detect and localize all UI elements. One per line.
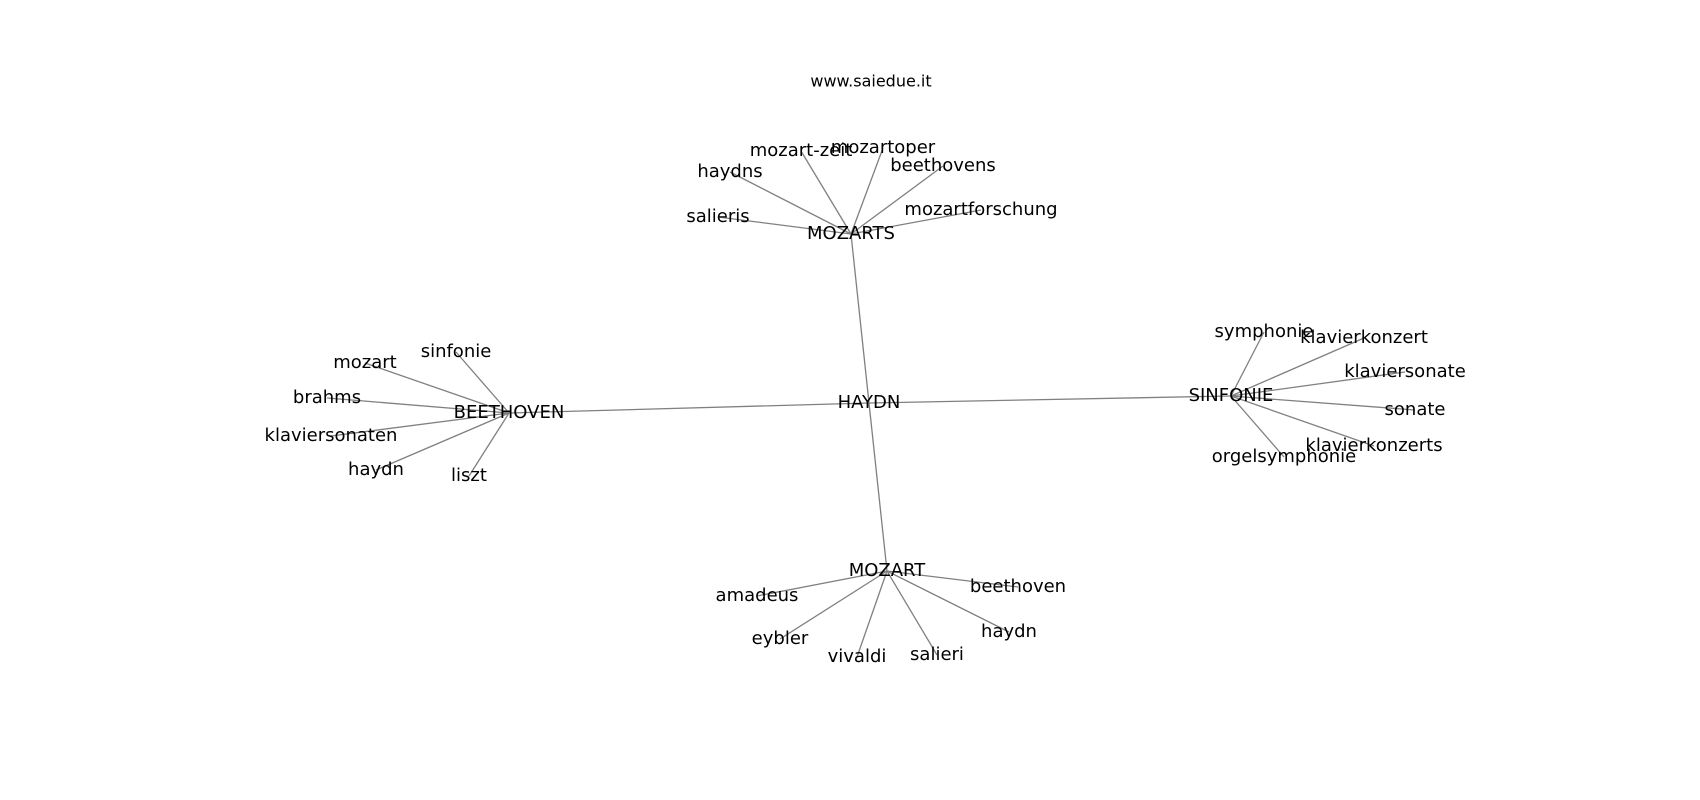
node-leaf-mozarts-mozartforschung: mozartforschung <box>904 199 1057 220</box>
edge-beethoven-liszt <box>468 412 510 477</box>
node-leaf-mozart-eybler: eybler <box>752 628 809 649</box>
node-center-haydn: HAYDN <box>838 392 901 413</box>
node-leaf-beethoven-liszt: liszt <box>451 465 487 486</box>
node-leaf-beethoven-sinfonie: sinfonie <box>421 341 492 362</box>
node-leaf-sinfonie-klavierkonzerts: klavierkonzerts <box>1305 435 1442 456</box>
edge-mozarts-salieris <box>717 216 852 235</box>
node-leaf-mozarts-mozart-zeit: mozart-zeit <box>750 140 853 161</box>
edge-layer <box>326 147 1416 658</box>
edge-sinfonie-klaviersonate <box>1230 371 1406 397</box>
edge-sinfonie-orgelsymphonie <box>1230 395 1285 458</box>
edge-beethoven-mozart <box>364 362 510 414</box>
node-leaf-mozart-haydn: haydn <box>981 621 1037 642</box>
edge-mozart-haydn <box>886 570 1010 633</box>
node-leaf-sinfonie-klaviersonate: klaviersonate <box>1344 361 1466 382</box>
edge-haydn-beethoven <box>508 402 870 414</box>
site-url: www.saiedue.it <box>810 72 931 91</box>
edge-mozart-salieri <box>886 570 938 656</box>
edge-mozart-eybler <box>779 570 888 640</box>
node-leaf-sinfonie-klavierkonzert: klavierkonzert <box>1300 327 1428 348</box>
node-leaf-mozarts-salieris: salieris <box>686 206 749 227</box>
edge-sinfonie-sonate <box>1230 395 1416 411</box>
node-leaf-sinfonie-symphonie: symphonie <box>1215 321 1314 342</box>
edge-mozarts-mozartoper <box>850 147 884 235</box>
edge-mozarts-haydns <box>729 171 852 235</box>
node-leaf-mozarts-beethovens: beethovens <box>890 155 996 176</box>
edge-mozart-amadeus <box>756 570 888 597</box>
node-hub-mozart: MOZART <box>849 560 927 581</box>
edge-sinfonie-klavierkonzert <box>1230 337 1365 397</box>
node-leaf-mozarts-haydns: haydns <box>697 161 762 182</box>
edge-beethoven-brahms <box>326 397 510 414</box>
edge-mozarts-mozart-zeit <box>800 150 852 235</box>
node-leaf-sinfonie-sonate: sonate <box>1385 399 1446 420</box>
edge-beethoven-sinfonie <box>455 351 510 414</box>
node-leaf-beethoven-klaviersonaten: klaviersonaten <box>265 425 398 446</box>
node-leaf-mozart-vivaldi: vivaldi <box>828 646 887 667</box>
edge-beethoven-klaviersonaten <box>330 412 510 437</box>
edge-mozart-beethoven <box>886 570 1019 588</box>
node-hub-mozarts: MOZARTS <box>807 223 895 244</box>
edge-beethoven-haydn <box>375 412 510 471</box>
edge-haydn-sinfonie <box>868 395 1232 404</box>
node-leaf-mozart-beethoven: beethoven <box>970 576 1066 597</box>
node-hub-sinfonie: SINFONIE <box>1189 385 1274 406</box>
node-leaf-mozart-amadeus: amadeus <box>716 585 799 606</box>
node-leaf-beethoven-mozart: mozart <box>333 352 396 373</box>
node-layer: HAYDNMOZARTSsalierishaydnsmozart-zeitmoz… <box>265 137 1466 667</box>
node-leaf-beethoven-brahms: brahms <box>293 387 361 408</box>
edge-sinfonie-symphonie <box>1230 331 1265 397</box>
edge-mozart-vivaldi <box>856 570 888 658</box>
node-leaf-sinfonie-orgelsymphonie: orgelsymphonie <box>1212 446 1357 467</box>
node-hub-beethoven: BEETHOVEN <box>454 402 565 423</box>
node-leaf-mozarts-mozartoper: mozartoper <box>831 137 936 158</box>
edge-haydn-mozart <box>868 402 888 572</box>
edge-sinfonie-klavierkonzerts <box>1230 395 1375 447</box>
node-leaf-mozart-salieri: salieri <box>910 644 964 665</box>
node-leaf-beethoven-haydn: haydn <box>348 459 404 480</box>
edge-haydn-mozarts <box>850 233 870 404</box>
edge-mozarts-mozartforschung <box>850 209 982 235</box>
edge-mozarts-beethovens <box>850 165 944 235</box>
